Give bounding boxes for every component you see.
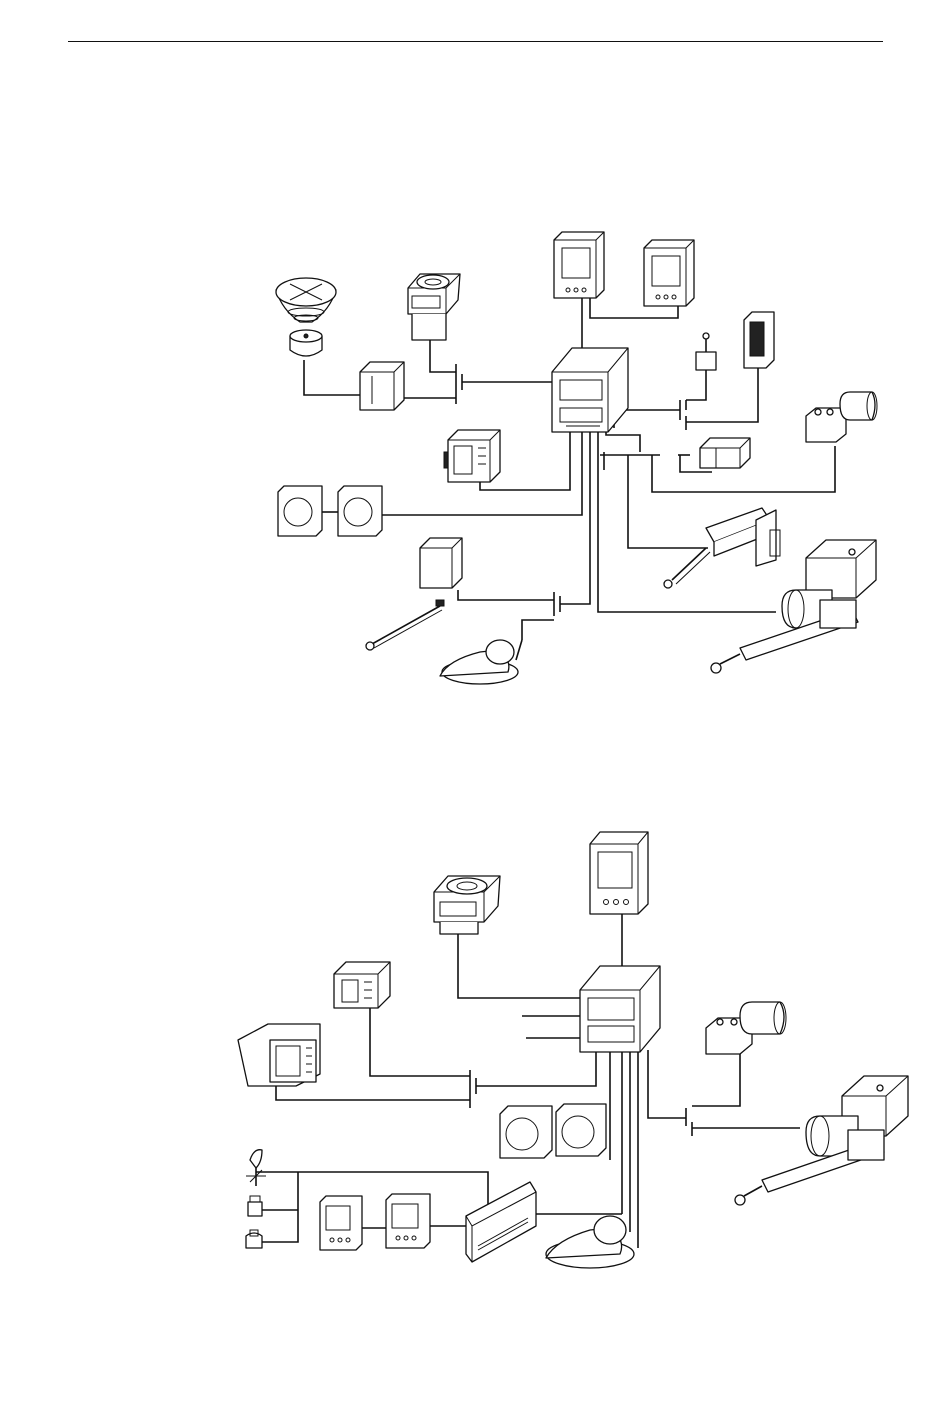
hydraulic-pump-2 [706,1002,786,1054]
display-1 [554,232,604,298]
autopilot-computer-2 [580,966,660,1052]
joystick [696,333,716,370]
hydraulic-pump [806,392,877,442]
rudder-feedback-unit [366,538,462,650]
chart-plotter [238,1024,320,1086]
solenoid-valve [700,438,750,468]
system-diagram-1 [276,232,877,684]
speed-transducer [248,1196,262,1216]
instrument-display-1 [320,1196,362,1250]
depth-transducer [246,1230,262,1248]
steering-lever [440,640,522,684]
instrument-display-2 [386,1194,430,1248]
compass-dome [276,278,336,322]
control-unit [334,962,390,1008]
remote-compass-unit [408,274,460,340]
interface-unit [466,1182,536,1262]
display-2 [644,240,694,306]
autopilot-computer [552,348,628,432]
hydraulic-cylinder-drive [711,540,876,673]
system-diagram-2 [238,832,908,1268]
hydraulic-cylinder-drive-2 [735,1076,908,1205]
compass-base [290,330,322,356]
panel-remote [744,312,774,368]
display [590,832,648,914]
wind-transducer [246,1150,266,1186]
junction-box-a [360,362,404,410]
steering-lever-2 [546,1216,634,1268]
remote-compass-unit-2 [434,876,500,934]
gauge-pair [278,486,382,536]
handheld-remote [444,430,500,482]
gauge-pair-2 [500,1104,606,1158]
